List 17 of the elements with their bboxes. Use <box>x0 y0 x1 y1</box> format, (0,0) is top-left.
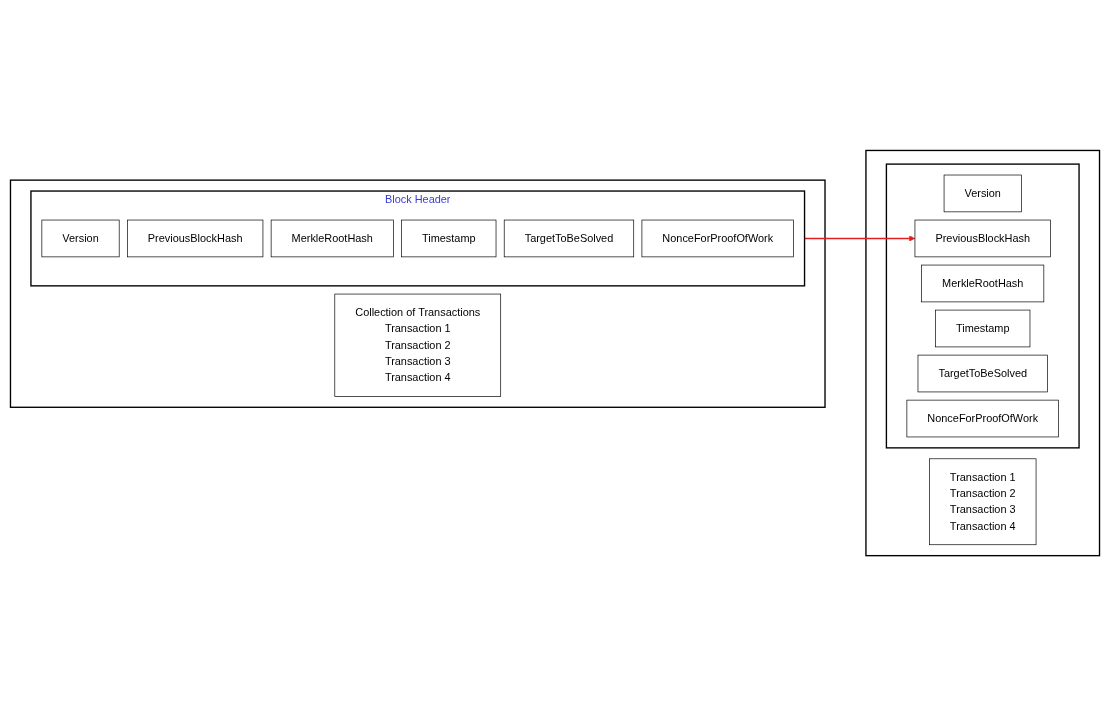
cluster <box>885 163 1080 449</box>
node-box: Version <box>41 220 120 258</box>
node-box: NonceForProofOfWork <box>906 400 1059 438</box>
node-box: PreviousBlockHash <box>126 220 263 258</box>
node-box: MerkleRootHash <box>270 220 394 258</box>
node-box: MerkleRootHash <box>920 265 1044 303</box>
node-box: NonceForProofOfWork <box>641 220 794 258</box>
node-box: Collection of Transactions Transaction 1 Transaction 2 Transaction 3 Transaction 4 <box>333 294 501 398</box>
node-box: Timestamp <box>400 220 496 258</box>
node-box: TargetToBeSolved <box>503 220 634 258</box>
node-box: Timestamp <box>934 310 1030 348</box>
node-box: Version <box>943 175 1022 213</box>
cluster <box>864 150 1100 557</box>
node-box: TargetToBeSolved <box>917 355 1048 393</box>
cluster <box>9 179 826 409</box>
node-box: PreviousBlockHash <box>914 220 1051 258</box>
node-box: Transaction 1 Transaction 2 Transaction 3 Transaction 4 <box>928 458 1036 546</box>
